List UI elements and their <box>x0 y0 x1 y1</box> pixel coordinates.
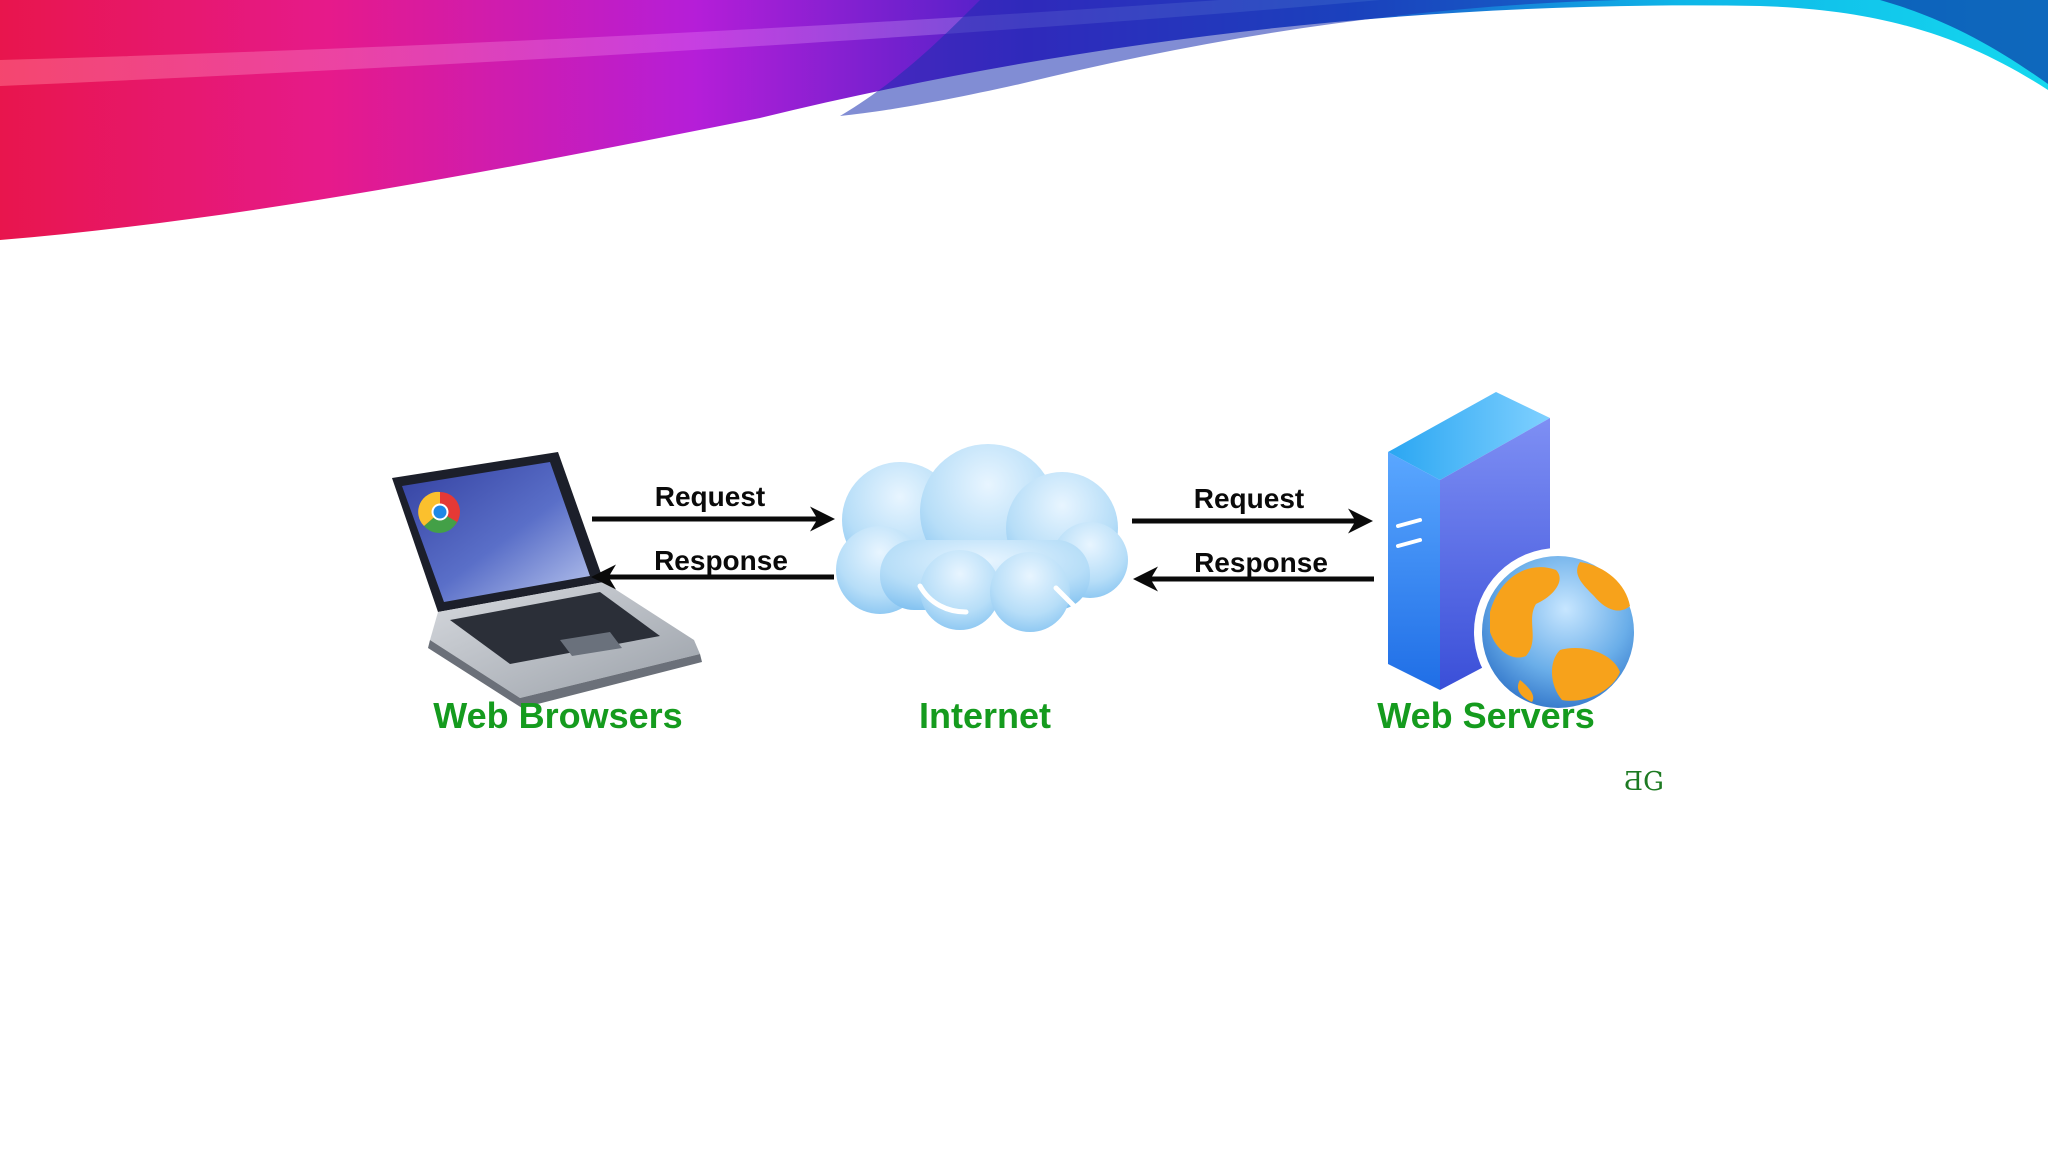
internet-label: Internet <box>919 695 1051 736</box>
web-servers-label: Web Servers <box>1377 695 1594 736</box>
server-globe-icon <box>1388 392 1642 716</box>
right-request-label: Request <box>1194 483 1304 514</box>
top-ribbon-banner <box>0 0 2048 240</box>
cloud-icon <box>836 444 1128 632</box>
left-request-label: Request <box>655 481 765 512</box>
web-browsers-label: Web Browsers <box>433 695 682 736</box>
laptop-icon <box>392 452 702 708</box>
left-response-label: Response <box>654 545 788 576</box>
watermark-logo: ƋG <box>1624 767 1664 797</box>
right-response-label: Response <box>1194 547 1328 578</box>
chrome-logo-icon <box>418 491 460 533</box>
